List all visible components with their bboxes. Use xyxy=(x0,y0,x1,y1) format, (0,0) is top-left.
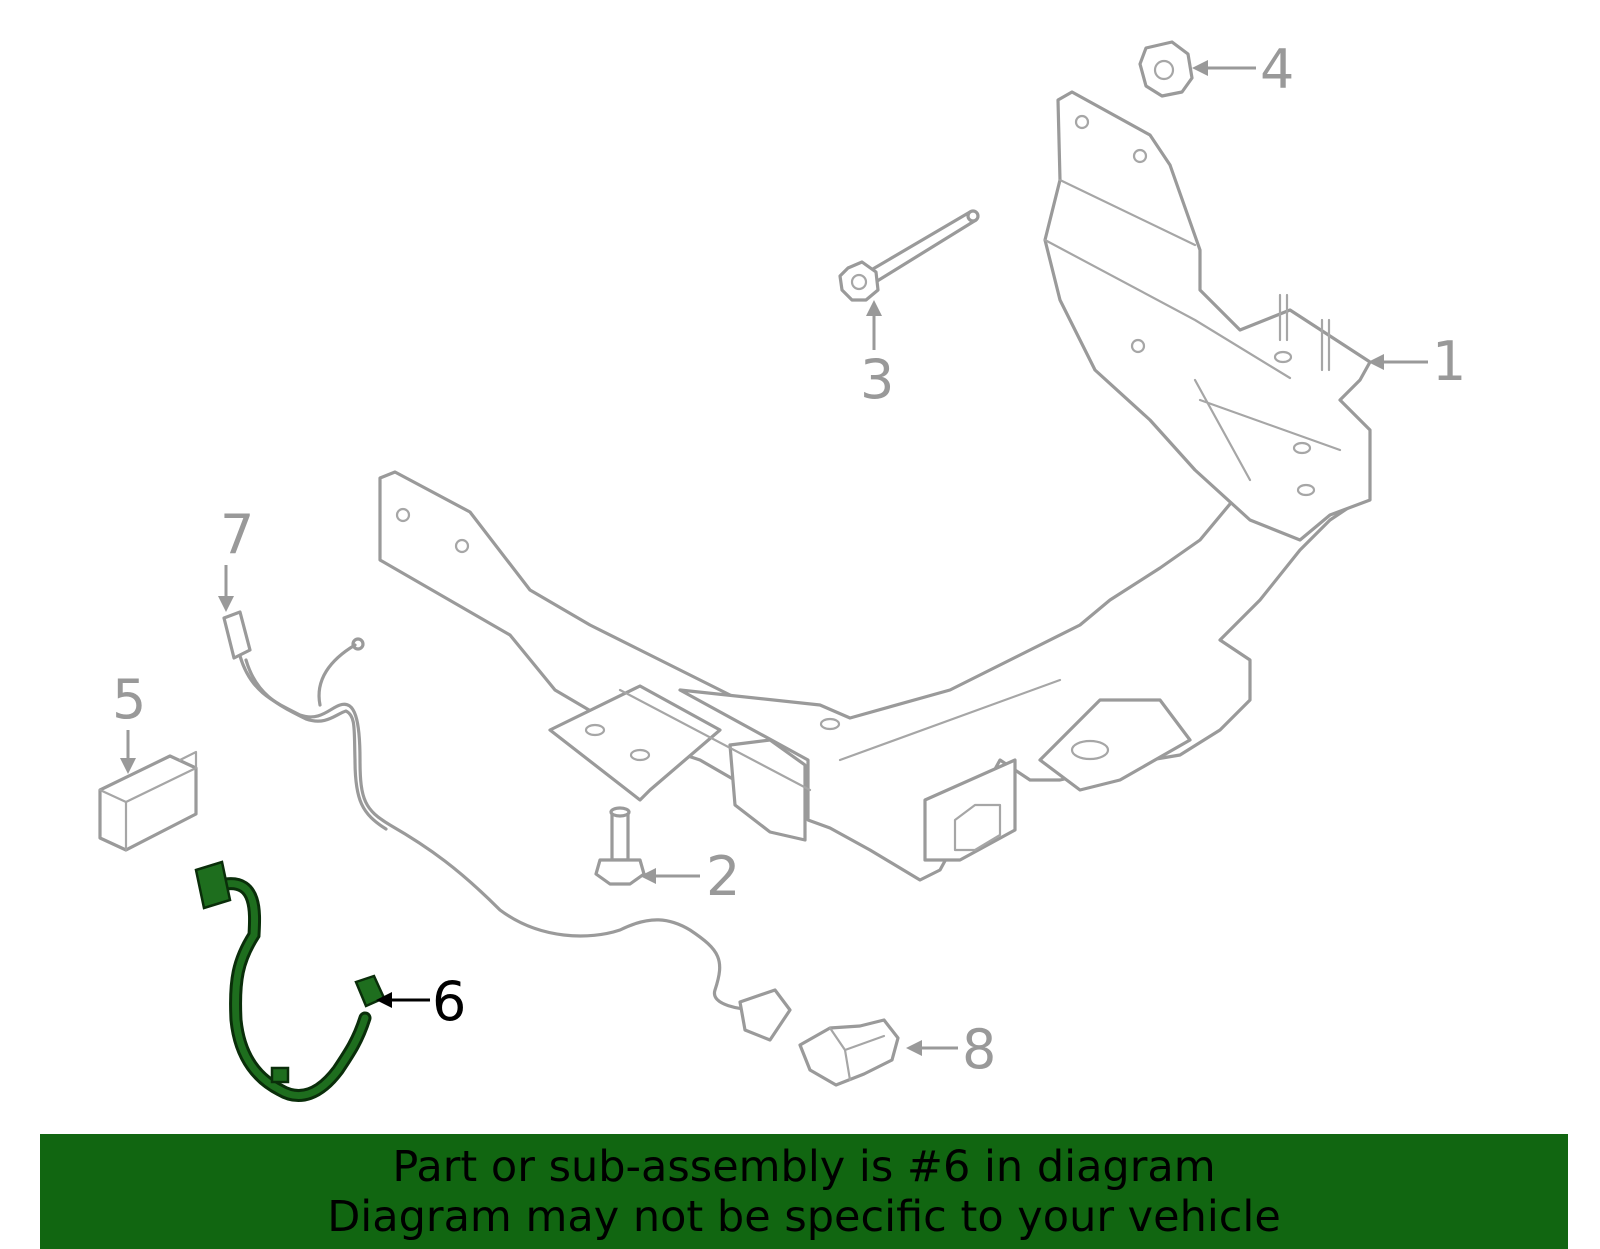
leader-2-arrowhead xyxy=(640,868,656,884)
part-8-plug xyxy=(798,1018,900,1087)
banner-line-1: Part or sub-assembly is #6 in diagram xyxy=(392,1141,1216,1192)
leader-6-arrowhead xyxy=(376,992,392,1008)
leader-7-arrowhead xyxy=(218,596,234,612)
part-3-bolt xyxy=(838,209,980,302)
callout-8: 8 xyxy=(962,1018,996,1081)
part-4-nut xyxy=(1138,40,1194,98)
leader-3-arrowhead xyxy=(866,300,882,316)
callout-1: 1 xyxy=(1432,330,1466,393)
leader-4-arrowhead xyxy=(1192,60,1208,76)
callout-2: 2 xyxy=(706,845,740,908)
callout-6: 6 xyxy=(432,970,466,1033)
part-2-bolt xyxy=(594,806,646,886)
leader-1-arrowhead xyxy=(1368,354,1384,370)
leader-arrows xyxy=(120,60,1428,1056)
info-banner: Part or sub-assembly is #6 in diagram Di… xyxy=(40,1134,1568,1249)
callout-4: 4 xyxy=(1260,38,1294,101)
part-6-harness-highlight xyxy=(194,860,386,1102)
callout-7: 7 xyxy=(220,503,254,566)
callout-5: 5 xyxy=(112,668,146,731)
part-7-wire-harness xyxy=(222,610,792,1042)
leader-5-arrowhead xyxy=(120,758,136,774)
callout-3: 3 xyxy=(860,348,894,411)
banner-line-2: Diagram may not be specific to your vehi… xyxy=(327,1191,1281,1242)
part-1-hitch-receiver xyxy=(378,90,1372,882)
part-5-module xyxy=(98,750,198,852)
leader-8-arrowhead xyxy=(906,1040,922,1056)
